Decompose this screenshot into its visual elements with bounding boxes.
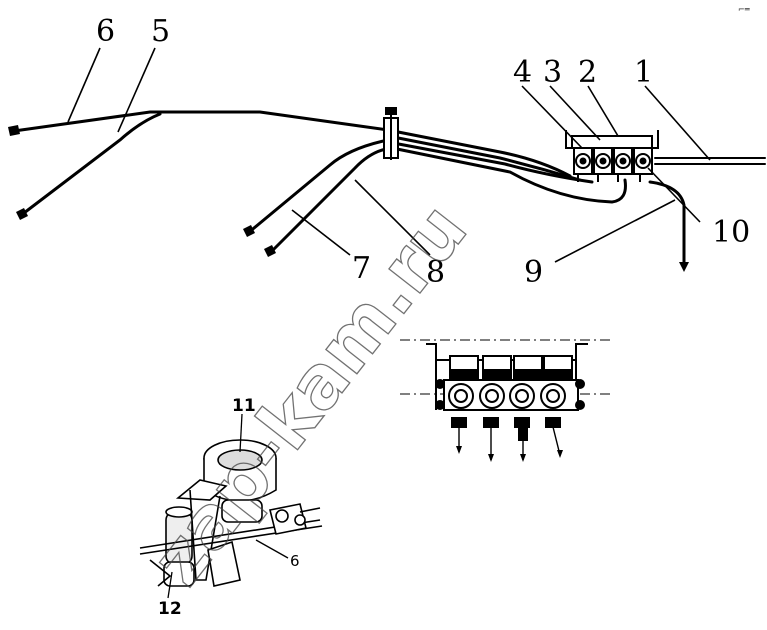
callout-6: 6	[96, 14, 115, 49]
callout-10: 10	[712, 215, 750, 250]
callout-6-detail: 6	[290, 552, 300, 570]
callout-2: 2	[578, 55, 597, 90]
watermark: zap-kam.ru	[135, 188, 483, 600]
leader-lines	[67, 47, 711, 263]
hose-clamp	[383, 107, 399, 160]
callout-8: 8	[426, 255, 445, 290]
hose-5	[18, 112, 162, 218]
hose-end-fittings	[8, 125, 689, 272]
detail-leader-lines	[167, 413, 289, 599]
callout-9: 9	[524, 255, 543, 290]
callout-1: 1	[634, 55, 653, 90]
hose-bundle-main	[12, 110, 766, 264]
solenoid-valve-block	[565, 130, 659, 182]
callout-3: 3	[543, 55, 562, 90]
callout-12: 12	[158, 599, 182, 619]
callout-11: 11	[232, 396, 256, 416]
hose-10	[648, 180, 686, 264]
callout-5: 5	[151, 14, 170, 49]
brake-chamber-assembly	[139, 439, 323, 587]
callout-7: 7	[352, 251, 371, 286]
valve-block-detail	[400, 339, 612, 462]
corner-mark: ⌐═	[738, 5, 750, 14]
hose-6	[12, 110, 390, 133]
callout-4: 4	[513, 55, 532, 90]
hose-7	[246, 138, 390, 235]
